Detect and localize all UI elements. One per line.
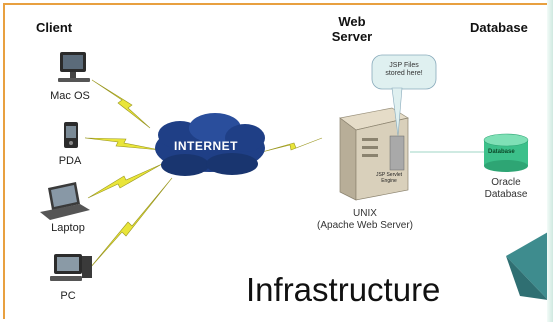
header-database: Database (470, 20, 528, 35)
callout-text: JSP Files stored here! (385, 62, 423, 77)
header-client: Client (36, 20, 73, 35)
lightning-pda-icon (84, 137, 161, 151)
internet-label: INTERNET (174, 139, 238, 153)
db-caption-line1: Oracle (491, 177, 521, 188)
device-label-pda: PDA (58, 155, 82, 167)
lightning-pc-icon (89, 177, 173, 269)
slide-title: Infrastructure (246, 271, 441, 308)
engine-label: JSP Servlet Engine (375, 172, 403, 184)
lightning-laptop-icon (87, 163, 163, 199)
pc-icon (50, 254, 92, 281)
lightning-links (84, 79, 323, 269)
device-label-macos: Mac OS (50, 90, 90, 102)
server-caption-line1: UNIX (353, 208, 377, 219)
lightning-server-icon (261, 137, 323, 153)
right-edge-strip (547, 0, 553, 322)
slide-frame (3, 3, 550, 319)
desktop-computer-icon (58, 52, 90, 82)
callout-bubble (371, 54, 437, 137)
teal-arrow-icon (506, 232, 548, 300)
db-cylinder-label: Database (488, 149, 515, 155)
cloud-icon (155, 113, 265, 176)
db-caption-line2: Database (484, 189, 528, 200)
server-tower-icon (339, 107, 409, 201)
server-caption-line2: (Apache Web Server) (317, 220, 413, 231)
device-label-pc: PC (60, 290, 76, 302)
laptop-icon (40, 182, 90, 220)
lightning-macos-icon (91, 79, 151, 129)
device-label-laptop: Laptop (51, 222, 85, 234)
header-web-server: Web Server (331, 14, 373, 44)
pda-icon (64, 122, 78, 148)
database-cylinder-icon (483, 133, 529, 172)
